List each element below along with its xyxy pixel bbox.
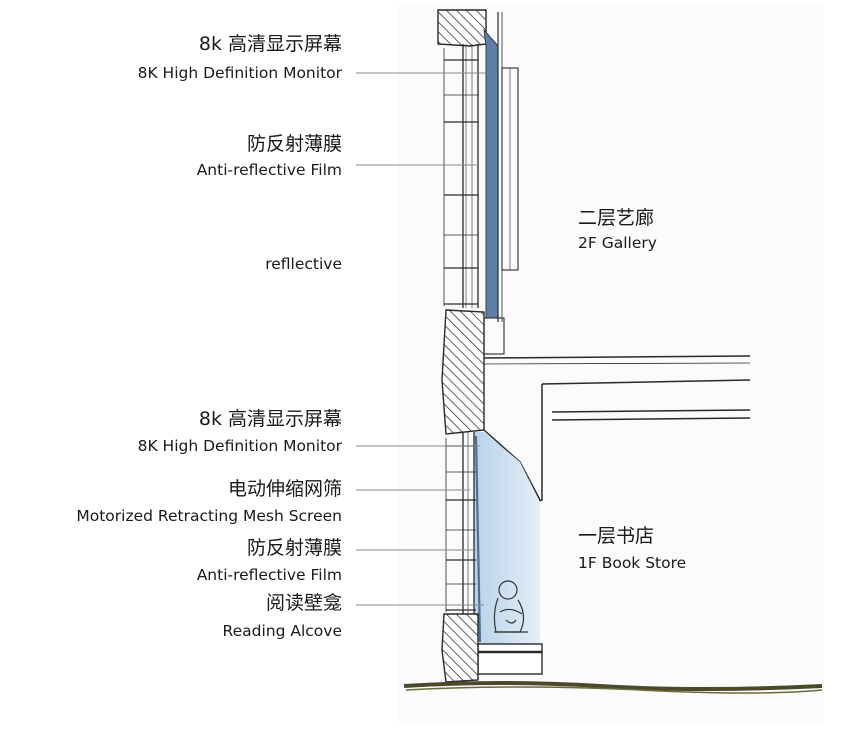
label-monitor-top-en: 8K High Definition Monitor: [137, 64, 342, 82]
leader-lines: [356, 72, 486, 606]
space-bookstore-en: 1F Book Store: [578, 554, 687, 572]
lower-monitor-panel: [474, 435, 482, 643]
label-film-top-en: Anti-reflective Film: [196, 161, 342, 179]
lower-facade-frame: [445, 432, 476, 646]
label-monitor-bottom-zh: 8k 高清显示屏幕: [198, 408, 342, 430]
label-monitor-bottom-en: 8K High Definition Monitor: [137, 437, 342, 455]
mid-wall-block: [441, 309, 485, 435]
alcove-base: [477, 643, 543, 675]
upper-wall-block: [437, 9, 487, 47]
label-reflective-note: refllective: [265, 255, 342, 273]
label-film-bottom-en: Anti-reflective Film: [196, 566, 342, 584]
label-mesh-screen-zh: 电动伸缩网筛: [227, 478, 342, 500]
ground-line-2: [405, 686, 823, 694]
floor-slab: [483, 355, 751, 505]
space-bookstore-zh: 一层书店: [578, 525, 655, 547]
label-film-top-zh: 防反射薄膜: [246, 133, 342, 155]
label-mesh-screen-en: Motorized Retracting Mesh Screen: [76, 507, 342, 525]
space-gallery-en: 2F Gallery: [578, 234, 657, 252]
reading-figure-icon: [493, 580, 528, 633]
label-monitor-top-zh: 8k 高清显示屏幕: [198, 33, 342, 55]
label-film-bottom-zh: 防反射薄膜: [246, 537, 342, 559]
ground-line: [403, 681, 823, 691]
upper-monitor-panel: [483, 28, 499, 319]
label-reading-alcove-en: Reading Alcove: [222, 622, 342, 640]
lower-glass-zone: [474, 432, 540, 646]
space-gallery-zh: 二层艺廊: [578, 207, 655, 229]
label-reading-alcove-zh: 阅读壁龛: [265, 592, 342, 614]
bottom-wall-block: [441, 613, 479, 683]
